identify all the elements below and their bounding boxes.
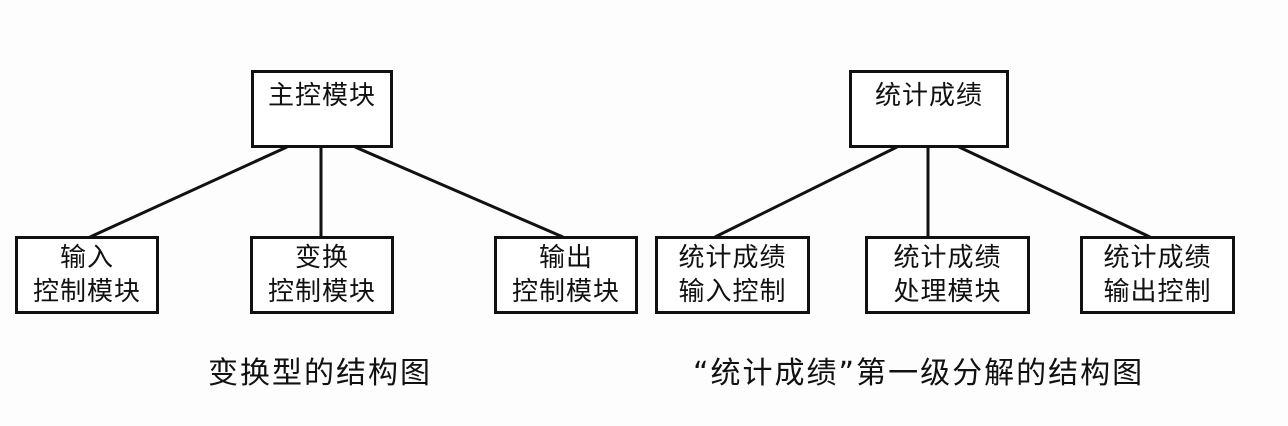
node-label: 统计成绩 xyxy=(1103,243,1212,273)
node-label: 输出控制 xyxy=(1103,277,1212,307)
node-label: 统计成绩 xyxy=(678,243,787,273)
child-node-input-control: 输入 控制模块 xyxy=(15,236,159,314)
connector-line xyxy=(354,145,564,239)
node-label: 统计成绩 xyxy=(874,81,983,111)
node-label: 输入控制 xyxy=(678,277,787,307)
child-node-statistics-input: 统计成绩 输入控制 xyxy=(655,236,810,314)
root-node-grade-statistics: 统计成绩 xyxy=(849,70,1009,148)
connector-line xyxy=(89,145,288,239)
node-label: 主控模块 xyxy=(267,81,376,111)
node-label: 统计成绩 xyxy=(893,243,1002,273)
connector-line xyxy=(714,145,898,239)
node-label: 处理模块 xyxy=(893,277,1002,307)
diagram-caption: “统计成绩”第一级分解的结构图 xyxy=(693,356,1145,391)
connector-line xyxy=(958,145,1151,239)
node-label: 输入 xyxy=(59,243,114,273)
node-label: 输出 xyxy=(538,243,593,273)
node-label: 控制模块 xyxy=(511,277,620,307)
child-node-statistics-processing: 统计成绩 处理模块 xyxy=(865,236,1030,314)
child-node-statistics-output: 统计成绩 输出控制 xyxy=(1080,236,1235,314)
diagram-caption: 变换型的结构图 xyxy=(208,356,432,391)
child-node-output-control: 输出 控制模块 xyxy=(494,236,638,314)
node-label: 控制模块 xyxy=(267,277,376,307)
node-label: 控制模块 xyxy=(32,277,141,307)
node-label: 变换 xyxy=(294,243,349,273)
root-node-main-control: 主控模块 xyxy=(251,70,393,148)
child-node-transform-control: 变换 控制模块 xyxy=(250,236,394,314)
